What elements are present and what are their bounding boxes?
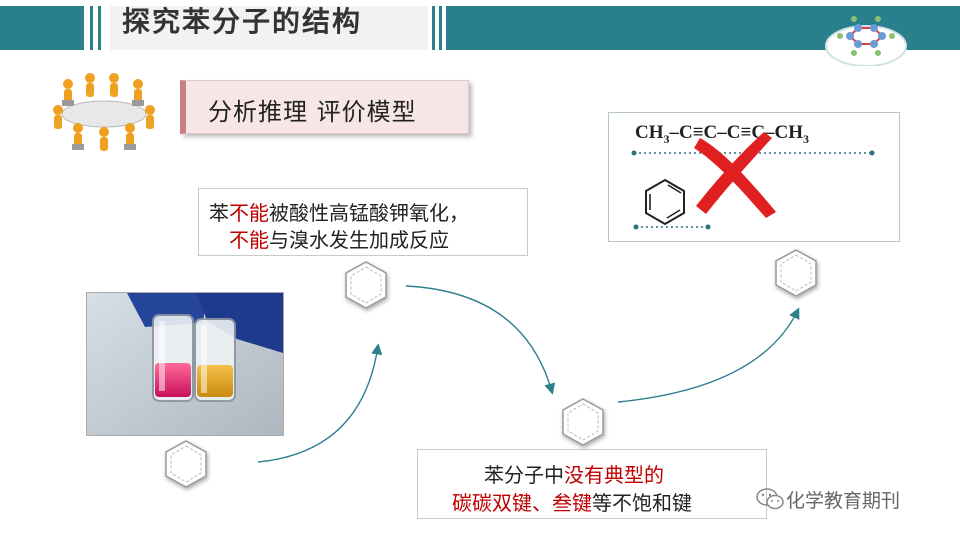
watermark-text: 化学教育期刊: [786, 486, 900, 513]
flow-arrow-2: [406, 286, 552, 392]
hexagon-node-2: [346, 262, 386, 308]
red-cross-icon: [694, 132, 776, 218]
hexagon-node-3: [563, 399, 603, 445]
watermark: 化学教育期刊: [756, 484, 956, 514]
hexagon-node-1: [166, 441, 206, 487]
hexagon-node-4: [776, 250, 816, 296]
flow-arrow-1: [258, 346, 378, 462]
wechat-icon: [756, 487, 784, 511]
flow-arrow-3: [618, 310, 798, 402]
benzene-ring-icon: [646, 180, 684, 224]
